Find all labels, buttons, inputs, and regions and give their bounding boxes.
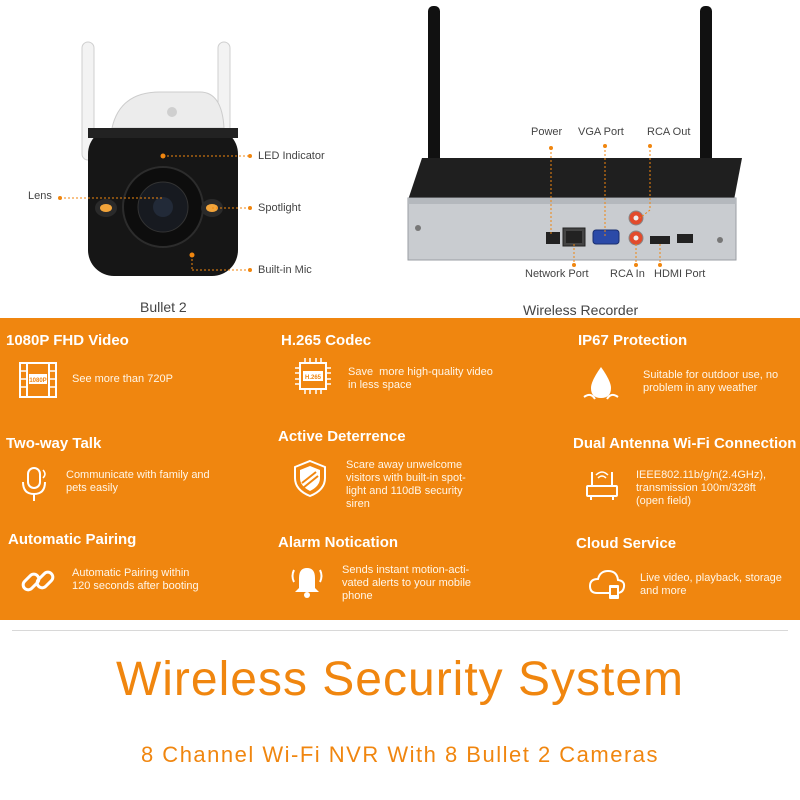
alarm-bell-icon (291, 568, 323, 598)
feature-desc-active-deterrence: Scare away unwelcome visitors with built… (346, 459, 466, 510)
product-showcase: LED Indicator Lens Spotlight Built-in Mi… (0, 0, 800, 318)
film-1080p-icon-label: 1080P (29, 378, 46, 384)
link-icon (21, 570, 55, 592)
feature-panel: 1080P FHD Video 1080P See more than 720P… (0, 318, 800, 620)
feature-desc-automatic-pairing: Automatic Pairing within 120 seconds aft… (72, 567, 199, 592)
divider (12, 630, 788, 631)
callout-built-in-mic: Built-in Mic (258, 264, 312, 276)
callout-hdmi-port: HDMI Port (654, 268, 706, 280)
feature-desc-dual-antenna: IEEE802.11b/g/n(2.4GHz), transmission 10… (636, 469, 767, 507)
feature-desc-alarm-notication: Sends instant motion-acti- vated alerts … (342, 564, 472, 602)
feature-desc-1080p: See more than 720P (72, 373, 173, 385)
callout-network-port: Network Port (525, 268, 589, 280)
router-icon (586, 471, 618, 500)
shield-icon (294, 459, 326, 498)
callout-rca-in: RCA In (610, 268, 645, 280)
callout-spotlight: Spotlight (258, 202, 301, 214)
bullet-camera-image (58, 41, 252, 276)
callout-rca-out: RCA Out (647, 126, 691, 138)
callout-led-indicator: LED Indicator (258, 150, 325, 162)
feature-desc-h265: Save more high-quality video in less spa… (348, 366, 493, 391)
feature-title-two-way-talk: Two-way Talk (6, 435, 102, 452)
feature-title-automatic-pairing: Automatic Pairing (8, 531, 137, 548)
cloud-icon (588, 569, 626, 599)
callout-power: Power (531, 126, 563, 138)
page-subtitle: 8 Channel Wi-Fi NVR With 8 Bullet 2 Came… (140, 742, 660, 767)
feature-title-h265: H.265 Codec (281, 332, 372, 349)
feature-title-dual-antenna: Dual Antenna Wi-Fi Connection (573, 435, 797, 452)
film-1080p-icon: 1080P (19, 362, 57, 398)
chip-h265-icon-label: H.265 (305, 375, 322, 381)
feature-title-cloud-service: Cloud Service (576, 535, 677, 552)
callout-lens: Lens (28, 190, 52, 202)
microphone-icon (22, 467, 46, 501)
feature-title-alarm-notication: Alarm Notication (278, 534, 399, 551)
page-title: Wireless Security System (115, 653, 685, 706)
feature-desc-ip67: Suitable for outdoor use, no problem in … (643, 369, 779, 394)
wireless-recorder-image (407, 6, 742, 267)
camera-caption: Bullet 2 (140, 299, 187, 315)
feature-title-ip67: IP67 Protection (578, 332, 688, 349)
feature-title-1080p: 1080P FHD Video (6, 332, 129, 349)
callout-vga-port: VGA Port (578, 126, 624, 138)
chip-h265-icon: H.265 (295, 358, 331, 394)
feature-desc-cloud-service: Live video, playback, storage and more (640, 572, 782, 597)
water-drop-icon (583, 367, 619, 400)
feature-desc-two-way-talk: Communicate with family and pets easily (66, 469, 210, 494)
recorder-caption: Wireless Recorder (523, 302, 639, 318)
feature-title-active-deterrence: Active Deterrence (278, 428, 406, 445)
